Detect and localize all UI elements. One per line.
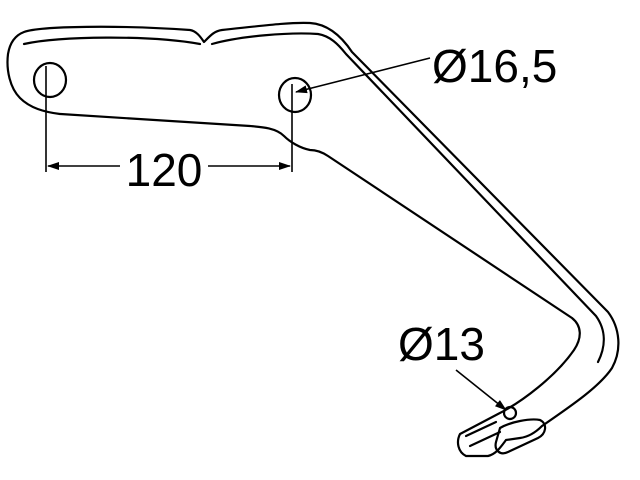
bracket-body (6, 21, 620, 458)
bracket-tip (494, 418, 547, 455)
leader-line-upper (295, 57, 431, 94)
upper-hole-diameter-label: Ø16,5 (432, 40, 557, 92)
holes (32, 61, 518, 421)
bracket-outline (6, 21, 620, 458)
bracket-inner-edge (22, 32, 605, 364)
leader-line-tip (455, 369, 507, 411)
right-hole (277, 76, 313, 114)
dimension-120 (45, 66, 293, 172)
spacing-dimension-label: 120 (126, 144, 203, 196)
tip-hole-diameter-label: Ø13 (398, 318, 485, 370)
leader-upper-hole (295, 57, 431, 94)
leader-tip-hole (455, 369, 507, 411)
bracket-tip-slot (464, 420, 502, 448)
tip-hole (502, 405, 518, 421)
left-hole (32, 61, 68, 99)
